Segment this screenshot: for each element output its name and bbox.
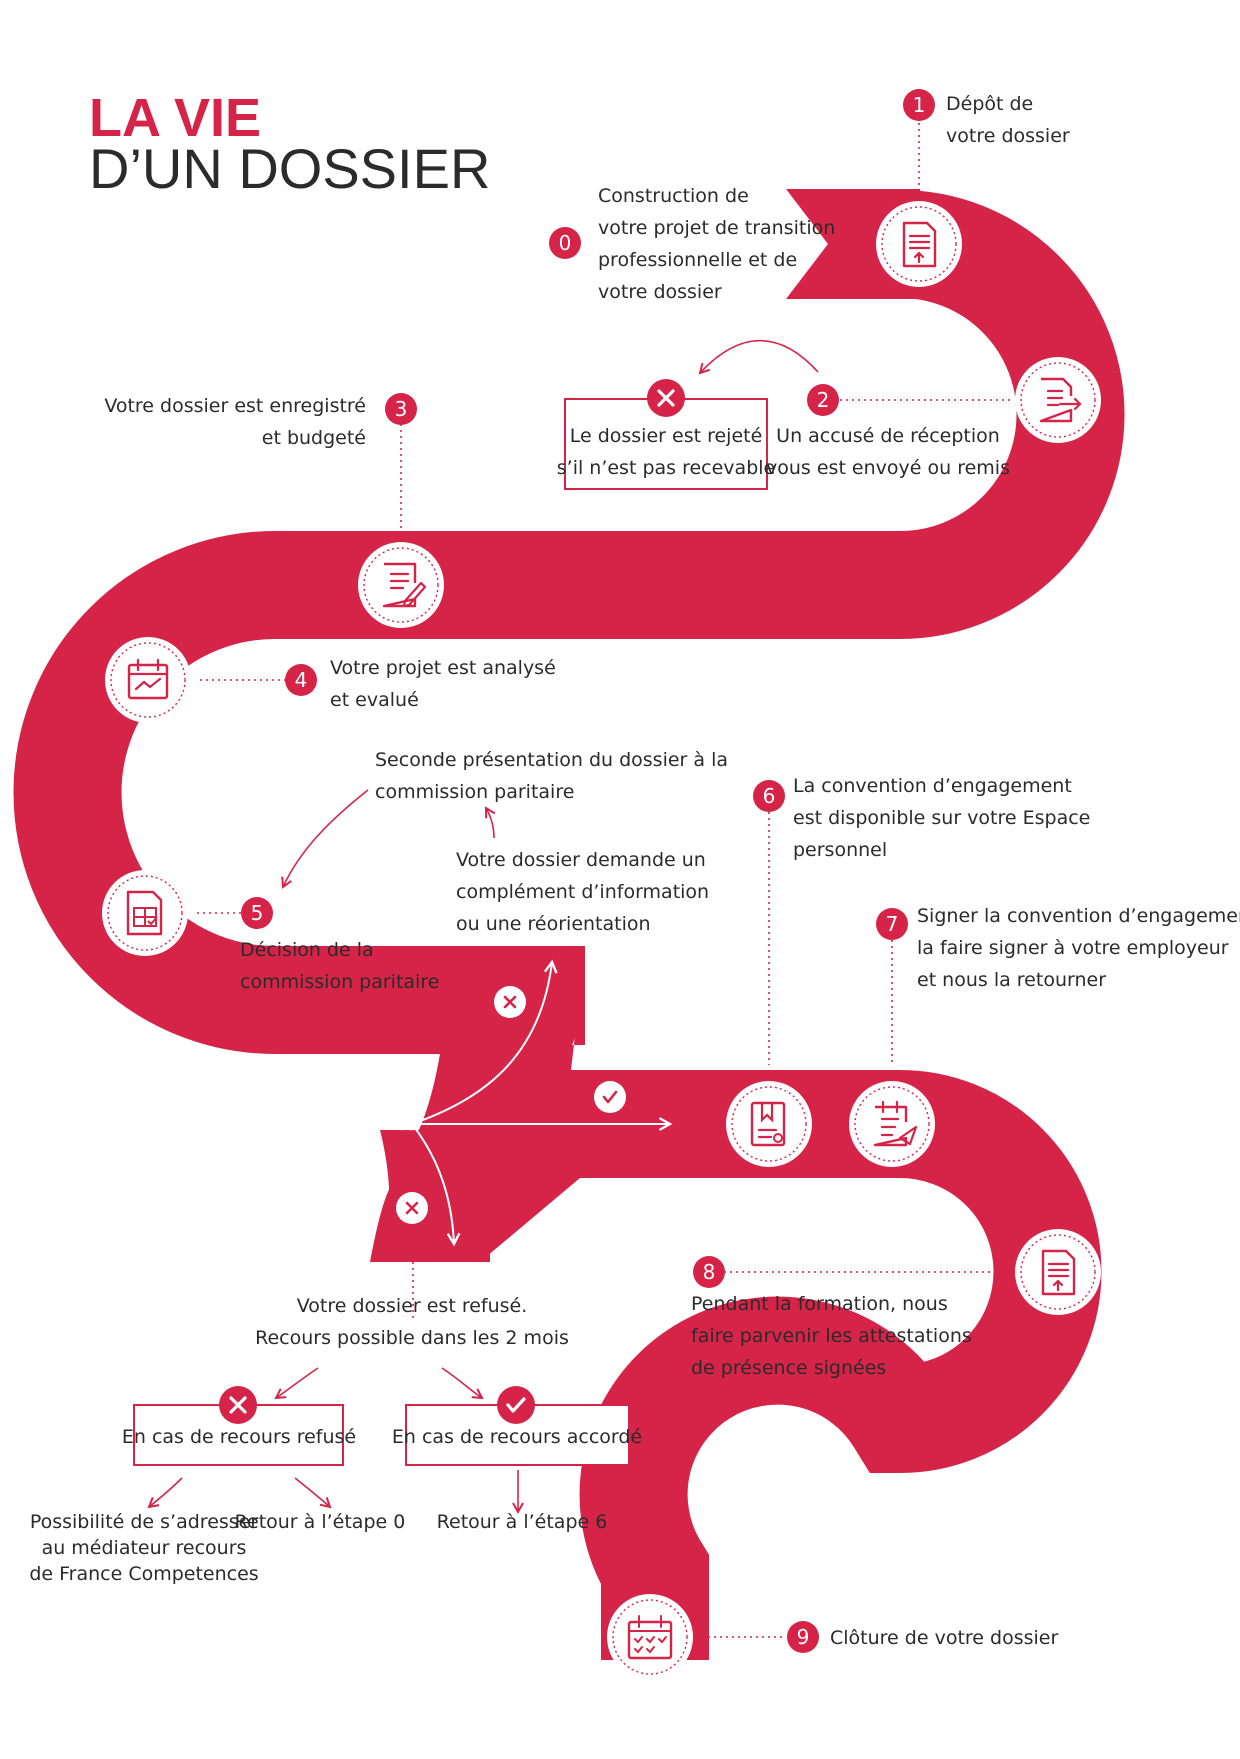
step-7-line-2: la faire signer à votre employeur [917,937,1229,959]
dark-arrows [149,339,819,1512]
mediator-line-3: de France Competences [29,1563,258,1585]
recours-accorde-label: En cas de recours accordé [392,1426,642,1448]
possibilities-label: 3 possibilités [293,1113,417,1135]
step-icons [102,201,1101,1680]
badge-step-7-number: 7 [886,912,899,936]
badge-step-4: 4 [285,664,317,696]
mediator-line-2: au médiateur recours [42,1537,247,1559]
badge-step-9: 9 [787,1621,819,1653]
white-fork-arrows [411,962,670,1244]
refused-line-2: Recours possible dans les 2 mois [255,1327,569,1349]
retour-0-label: Retour à l’étape 0 [235,1511,406,1533]
badge-step-5-number: 5 [251,901,264,925]
rejected-line-2: s’il n’est pas recevable [557,457,775,479]
badge-step-9-number: 9 [797,1625,810,1649]
document-bookmark-icon [726,1081,812,1167]
badge-step-6-number: 6 [763,784,776,808]
status-badges [219,379,685,1424]
calendar-chart-icon [105,637,191,723]
road-fork-up [470,946,585,1080]
step-5-line-1: Décision de la [240,939,374,961]
title-line-1: LA VIE [89,88,261,148]
badge-step-2: 2 [807,384,839,416]
step-0-line-1: Construction de [598,185,749,207]
badge-step-7: 7 [876,908,908,940]
step-3-line-2: et budgeté [262,427,366,449]
document-grid-icon [102,870,188,956]
calendar-check-icon [607,1594,693,1680]
cross-icon [647,379,685,417]
cross-icon [396,1192,428,1224]
complement-line-3: ou une réorientation [456,913,651,935]
badge-step-3: 3 [385,393,417,425]
step-8-line-2: faire parvenir les attestations [691,1325,972,1347]
badge-step-6: 6 [753,780,785,812]
badge-step-3-number: 3 [395,397,408,421]
rejected-line-1: Le dossier est rejeté [570,425,763,447]
complement-line-1: Votre dossier demande un [456,849,706,871]
complement-line-2: complément d’information [456,881,709,903]
badge-step-0: 0 [549,227,581,259]
step-6-line-1: La convention d’engagement [793,775,1072,797]
step-7-line-1: Signer la convention d’engagement, [917,905,1240,927]
step-6-line-2: est disponible sur votre Espace [793,807,1090,829]
badge-step-1: 1 [903,89,935,121]
badge-step-2-number: 2 [817,388,830,412]
step-0-line-3: professionnelle et de [598,249,797,271]
text-labels: Dépôt de votre dossier Construction de v… [29,93,1240,1649]
step-1-line-1: Dépôt de [946,93,1033,115]
step-8-line-1: Pendant la formation, nous [691,1293,948,1315]
road-lower-loop [560,1070,1102,1660]
road-fork-down [380,1130,490,1262]
title-line-2: D’UN DOSSIER [89,137,490,200]
step-number-badges: 1 0 2 3 4 5 6 7 8 9 [241,89,935,1653]
document-send-icon [1015,357,1101,443]
cross-icon [494,986,526,1018]
step-1-line-2: votre dossier [946,125,1070,147]
second-presentation-line-2: commission paritaire [375,781,574,803]
step-7-line-3: et nous la retourner [917,969,1106,991]
step-2-line-2: vous est envoyé ou remis [766,457,1010,479]
badge-step-0-number: 0 [559,231,572,255]
step-5-line-2: commission paritaire [240,971,439,993]
badge-step-8-number: 8 [703,1260,716,1284]
refused-line-1: Votre dossier est refusé. [297,1295,528,1317]
step-9-line-1: Clôture de votre dossier [830,1627,1058,1649]
recours-refuse-label: En cas de recours refusé [122,1426,356,1448]
step-4-line-2: et evalué [330,689,419,711]
step-0-line-2: votre projet de transition [598,217,835,239]
badge-step-1-number: 1 [913,93,926,117]
document-upload-icon [1015,1229,1101,1315]
step-2-line-1: Un accusé de réception [776,425,1000,447]
mediator-line-1: Possibilité de s’adresser [30,1511,259,1533]
document-edit-icon [358,542,444,628]
step-6-line-3: personnel [793,839,887,861]
step-8-line-3: de présence signées [691,1357,886,1379]
badge-step-8: 8 [693,1256,725,1288]
step-4-line-1: Votre projet est analysé [330,657,556,679]
check-icon [497,1386,535,1424]
retour-6-label: Retour à l’étape 6 [437,1511,608,1533]
check-icon [594,1081,626,1113]
badge-step-4-number: 4 [295,668,308,692]
second-presentation-line-1: Seconde présentation du dossier à la [375,749,728,771]
step-3-line-1: Votre dossier est enregistré [104,395,366,417]
dotted-connectors [197,123,1012,1638]
badge-step-5: 5 [241,897,273,929]
step-0-line-4: votre dossier [598,281,722,303]
cross-icon [219,1386,257,1424]
clipboard-sign-icon [849,1081,935,1167]
document-upload-icon [876,201,962,287]
